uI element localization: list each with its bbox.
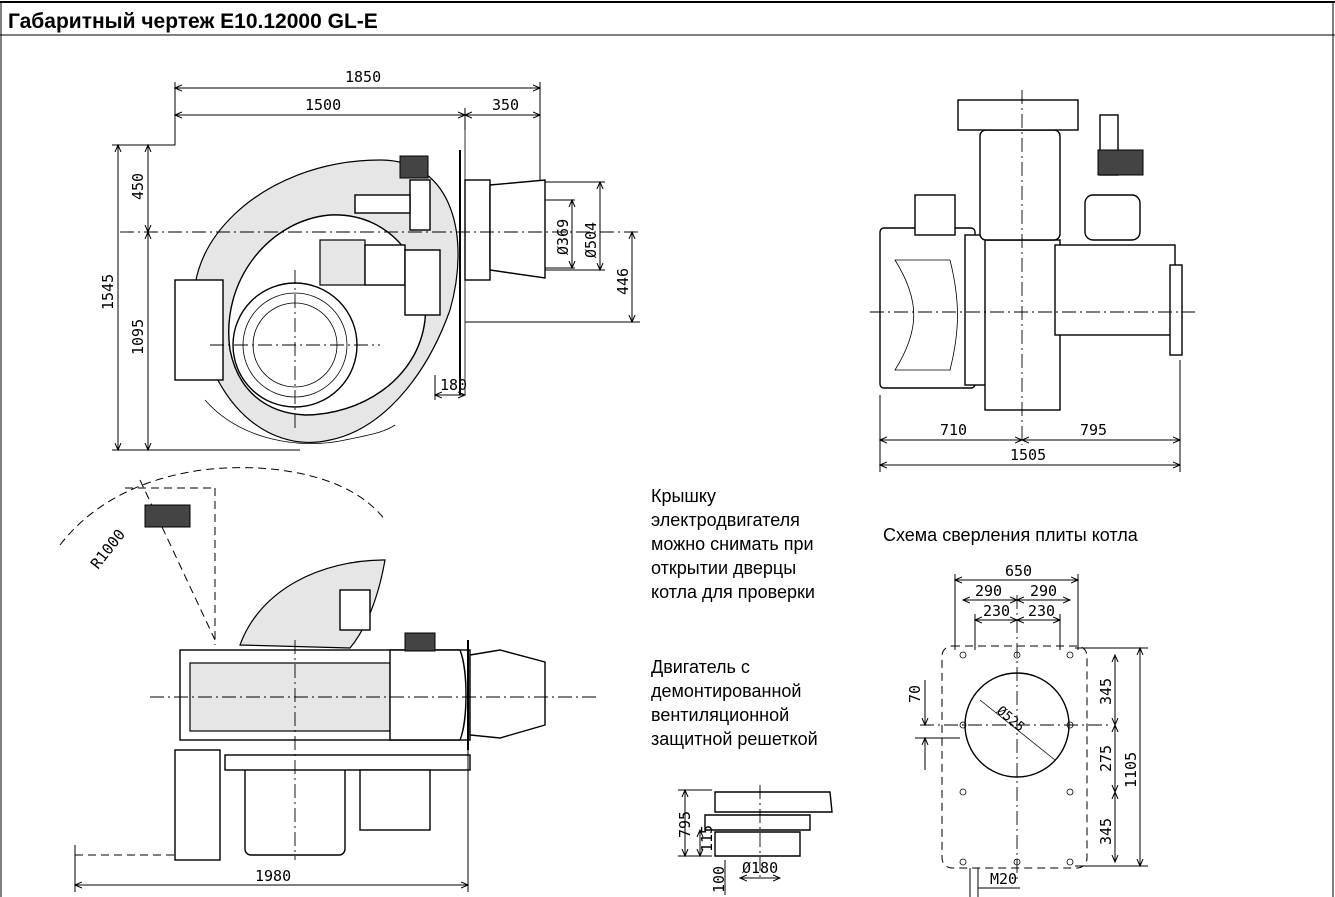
dim-head-dia-outer: Ø504 [582, 222, 600, 258]
dim-motor-diameter: Ø180 [742, 859, 778, 877]
dim-drill-pitch-inner-1: 230 [983, 602, 1010, 620]
dim-head-offset: 446 [614, 268, 632, 295]
dim-drill-pitch-inner-2: 230 [1028, 602, 1055, 620]
dim-flange-gap: 180 [440, 376, 467, 394]
dim-motor-bottom: 100 [710, 866, 728, 893]
drilling-plan: Ø525 650 290 290 230 230 70 [906, 562, 1148, 897]
side-view: R1000 1980 [59, 467, 600, 892]
note-drilling: Схема сверления плиты котла [883, 525, 1138, 545]
note-cover: Крышку электродвигателя можно снимать пр… [651, 486, 815, 602]
dim-head-width: 350 [492, 96, 519, 114]
dim-side-length: 1980 [255, 867, 291, 885]
end-view: 710 795 1505 [870, 90, 1195, 472]
dim-upper-height: 450 [129, 173, 147, 200]
note-motor: Двигатель с демонтированной вентиляционн… [651, 657, 818, 749]
motor-detail: 795 115 100 Ø180 [676, 785, 833, 895]
dim-motor-height: 795 [676, 811, 694, 838]
dim-body-width: 1500 [305, 96, 341, 114]
page-title: Габаритный чертеж E10.12000 GL-E [8, 10, 378, 33]
dim-radius: R1000 [87, 526, 129, 573]
dim-total-width: 1850 [345, 68, 381, 86]
bolt-holes [959, 651, 1074, 866]
top-view: 1850 1500 350 1545 450 1095 Ø369 Ø504 44… [99, 68, 640, 450]
dim-lower-height: 1095 [129, 319, 147, 355]
dim-head-dia-inner: Ø369 [554, 219, 572, 255]
dim-total-height: 1545 [99, 274, 117, 310]
dim-drill-width: 650 [1005, 562, 1032, 580]
dim-drill-offset: 70 [906, 685, 924, 703]
dim-drill-bottom: 345 [1097, 818, 1115, 845]
dim-drill-height: 1105 [1122, 752, 1140, 788]
dim-drill-pitch-outer-1: 290 [975, 582, 1002, 600]
dim-end-total: 1505 [1010, 446, 1046, 464]
dim-end-right: 795 [1080, 421, 1107, 439]
dim-drill-middle: 275 [1097, 745, 1115, 772]
dim-drill-top: 345 [1097, 678, 1115, 705]
dim-drill-pitch-outer-2: 290 [1030, 582, 1057, 600]
dim-drill-thread: M20 [990, 870, 1017, 888]
dim-motor-step: 115 [698, 825, 716, 852]
dim-end-left: 710 [940, 421, 967, 439]
